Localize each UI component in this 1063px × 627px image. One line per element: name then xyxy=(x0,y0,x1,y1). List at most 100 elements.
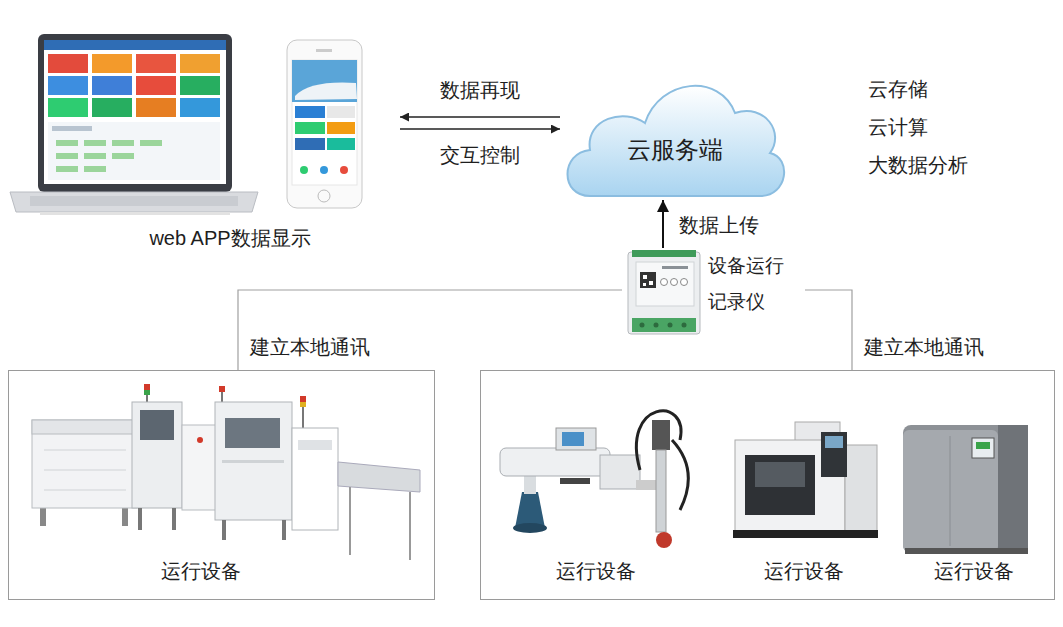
machine-item: 运行设备 xyxy=(896,411,1055,596)
illustration-part xyxy=(144,384,150,390)
illustration-part xyxy=(327,106,355,118)
illustration-part xyxy=(903,430,998,552)
illustration-part xyxy=(180,98,220,117)
illustration-part xyxy=(972,438,994,458)
illustration-part xyxy=(513,523,547,533)
illustration-part xyxy=(327,122,355,134)
illustration-part xyxy=(48,76,88,95)
connector xyxy=(400,116,560,117)
node-text: 运行设备 xyxy=(896,559,1051,583)
illustration-part xyxy=(84,166,106,172)
illustration-part xyxy=(56,140,78,146)
illustration-part xyxy=(733,530,878,538)
illustration-part xyxy=(656,450,666,532)
illustration-part xyxy=(500,448,610,476)
node-text: 运行设备 xyxy=(101,559,301,583)
illustration-part xyxy=(656,532,672,548)
equipment-box: 运行设备 xyxy=(8,370,435,600)
illustration-part xyxy=(349,487,351,555)
illustration-part xyxy=(136,98,176,117)
robot-illustration xyxy=(500,411,688,548)
illustration-part xyxy=(668,323,673,328)
illustration-part xyxy=(905,548,1028,554)
illustration-part xyxy=(172,508,176,530)
illustration-part xyxy=(316,49,332,52)
illustration-part xyxy=(44,450,126,451)
illustration-part xyxy=(300,402,306,407)
illustration-part xyxy=(295,122,325,134)
illustration-part xyxy=(903,425,1028,553)
illustration-part xyxy=(562,432,584,446)
illustration-part xyxy=(755,462,805,487)
illustration-part xyxy=(219,386,225,392)
illustration-part xyxy=(112,140,134,146)
illustration-part xyxy=(52,126,92,131)
illustration-part xyxy=(652,420,670,450)
illustration-part xyxy=(40,506,46,526)
illustration-part xyxy=(295,83,357,100)
connector xyxy=(400,128,560,129)
edge-label: 建立本地通讯 xyxy=(862,335,986,359)
equipment-box: 运行设备运行设备运行设备 xyxy=(480,370,1055,600)
illustration-part xyxy=(180,54,220,73)
illustration-part xyxy=(140,410,174,440)
illustration-part xyxy=(976,442,990,449)
node-text: 运行设备 xyxy=(496,559,696,583)
cloud-feature-label: 大数据分析 xyxy=(868,153,968,177)
illustration-part xyxy=(140,140,162,146)
illustration-part xyxy=(295,138,325,150)
illustration-part xyxy=(287,40,362,208)
production-line-illustration xyxy=(32,384,420,560)
illustration-part xyxy=(560,478,590,484)
illustration-part xyxy=(292,60,357,185)
edge-label: 数据再现 xyxy=(438,78,522,102)
compressor-illustration xyxy=(903,425,1028,554)
illustration-part xyxy=(672,440,688,510)
illustration-part xyxy=(44,40,226,50)
edge-label: 交互控制 xyxy=(438,143,522,167)
illustration-part xyxy=(300,166,308,174)
illustration-part xyxy=(636,262,694,306)
illustration-part xyxy=(643,283,646,286)
illustration-part xyxy=(282,520,286,540)
node-text: 云服务端 xyxy=(560,136,790,165)
illustration-part xyxy=(56,166,78,172)
recorder-illustration xyxy=(628,250,700,334)
illustration-part xyxy=(48,122,220,180)
connector xyxy=(662,200,664,248)
illustration-part xyxy=(745,455,815,515)
illustration-part xyxy=(48,98,88,117)
illustration-part xyxy=(515,492,545,528)
cloud-feature-label: 云存储 xyxy=(868,77,928,101)
illustration-part xyxy=(56,153,78,159)
illustration-part xyxy=(318,190,330,202)
node-text: 设备运行 记录仪 xyxy=(708,248,800,320)
illustration-part xyxy=(44,470,126,471)
illustration-part xyxy=(300,396,306,402)
illustration-part xyxy=(643,275,647,279)
phone-illustration xyxy=(287,40,362,208)
illustration-part xyxy=(112,153,134,159)
illustration-part xyxy=(132,402,182,508)
illustration-part xyxy=(138,508,142,530)
illustration-part xyxy=(182,425,218,510)
illustration-part xyxy=(92,54,132,73)
machine-item: 运行设备 xyxy=(726,411,885,596)
illustration-part xyxy=(998,425,1028,553)
illustration-part xyxy=(136,76,176,95)
illustration-part xyxy=(681,279,688,286)
illustration-part xyxy=(600,455,640,489)
connector xyxy=(805,290,852,370)
illustration-part xyxy=(950,436,951,546)
illustration-part xyxy=(292,428,338,530)
illustration-part xyxy=(180,76,220,95)
illustration-part xyxy=(40,212,230,215)
illustration-part xyxy=(298,440,332,450)
illustration-part xyxy=(222,460,284,463)
illustration-part xyxy=(825,436,843,448)
edge-label: 数据上传 xyxy=(677,213,761,237)
illustration-part xyxy=(197,437,203,443)
illustration-part xyxy=(292,60,357,102)
illustration-part xyxy=(225,418,280,448)
